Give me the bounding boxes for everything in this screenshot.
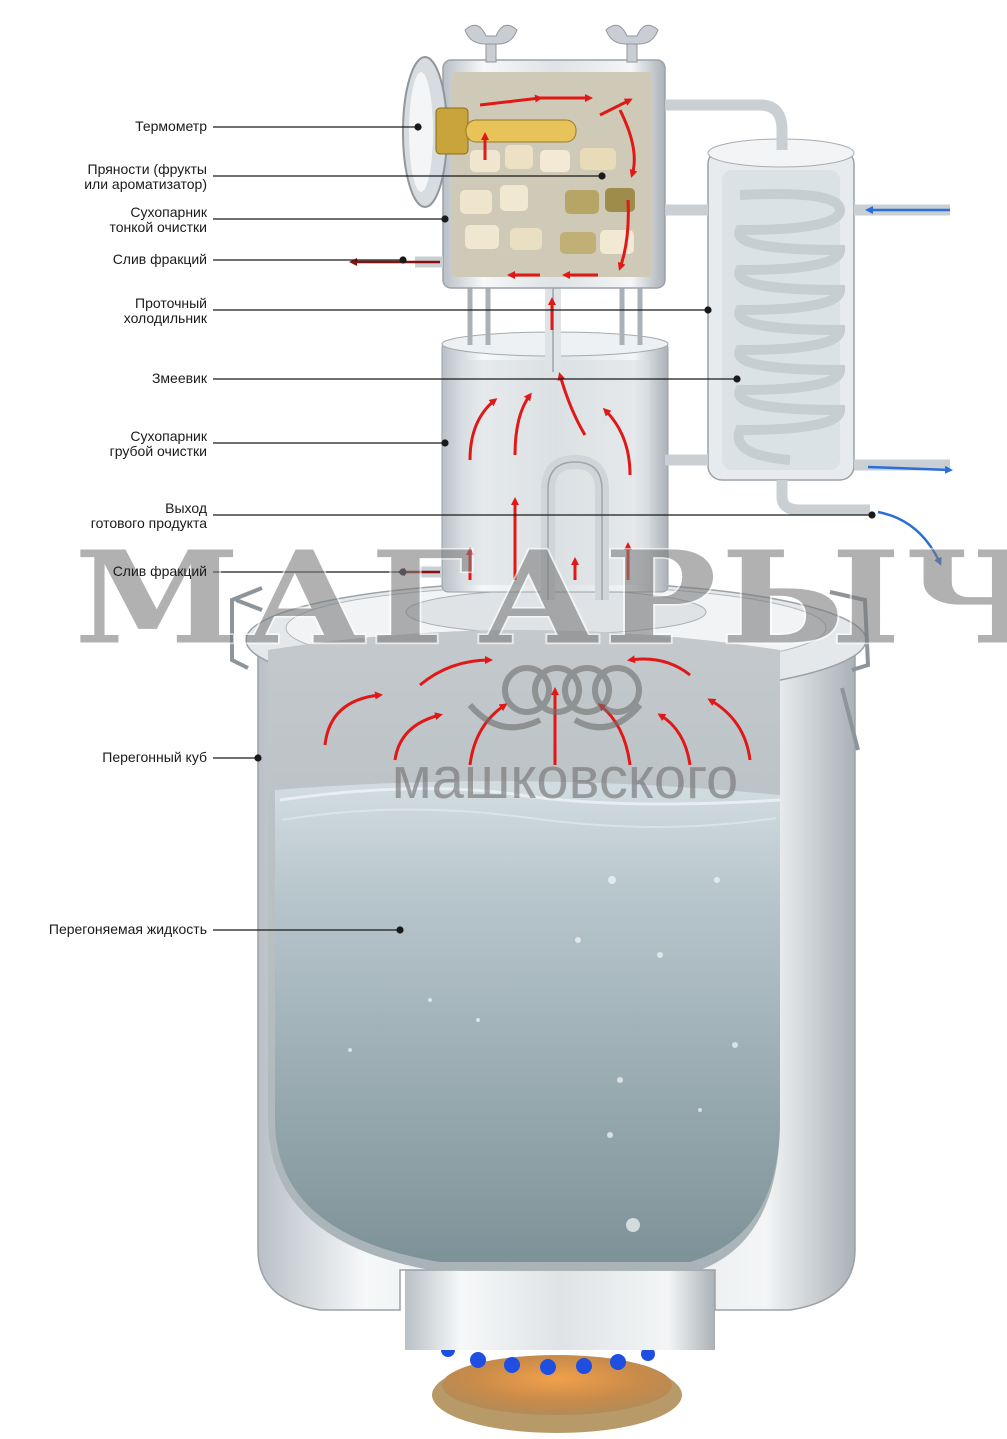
- label-coil: Змеевик: [151, 370, 207, 386]
- label-spices: Пряности (фрукты или ароматизатор): [84, 161, 207, 192]
- label-thermometer: Термометр: [135, 118, 207, 134]
- thermometer-icon: [402, 56, 577, 208]
- flow-cooler: [707, 138, 855, 481]
- hot-flow-arrows: [323, 94, 752, 766]
- watermark-brand: МАГАРЫЧ: [74, 523, 1007, 673]
- clamp-left: [230, 586, 263, 670]
- burner: [424, 1334, 682, 1433]
- watermark: МАГАРЫЧ машковского: [72, 521, 1007, 811]
- watermark-sub: машковского: [392, 746, 739, 811]
- label-coarse-dryer: Сухопарник грубой очистки: [109, 428, 207, 459]
- fine-dryer: [442, 24, 666, 289]
- label-fine-dryer: Сухопарник тонкой очистки: [109, 204, 207, 235]
- label-drain-top: Слив фракций: [112, 251, 207, 267]
- label-product-out: Выход готового продукта: [90, 500, 207, 531]
- still-pot: [230, 581, 871, 1350]
- cold-flow-arrows: [865, 206, 953, 566]
- wing-nut-icon: [464, 24, 659, 63]
- cooler-coil: [733, 189, 846, 465]
- label-flow-cooler: Проточный холодильник: [123, 295, 207, 326]
- spices: [460, 145, 635, 254]
- leader-lines: [213, 123, 876, 934]
- drain-arrows: [349, 258, 440, 576]
- label-liquid: Перегоняемая жидкость: [48, 921, 207, 937]
- clamp-right: [829, 590, 871, 751]
- label-drain-bottom: Слив фракций: [112, 563, 207, 579]
- rings-icon: [467, 665, 643, 731]
- label-still-pot: Перегонный куб: [102, 749, 207, 765]
- support-rods: [467, 285, 643, 345]
- liquid: [275, 781, 780, 1262]
